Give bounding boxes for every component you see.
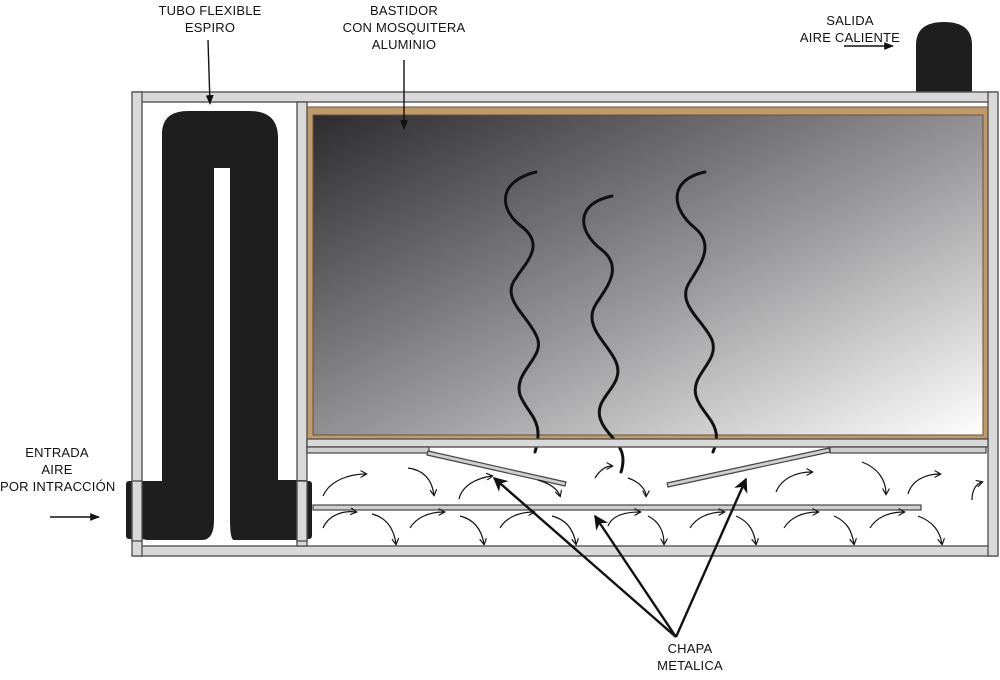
outlet-pipe <box>916 22 972 92</box>
flow-arrow <box>407 467 434 495</box>
airflow-arrows <box>322 461 982 544</box>
chapa-label: CHAPA METALICA <box>640 640 740 674</box>
entrada-label-line1: ENTRADA <box>25 445 89 460</box>
chapa-label-line2: METALICA <box>657 658 723 673</box>
tubo-pointer <box>205 39 214 105</box>
salida-label: SALIDA AIRE CALIENTE <box>790 12 910 46</box>
entrada-label: ENTRADA AIRE POR INTRACCIÓN <box>0 444 116 495</box>
heat-wave-3 <box>675 170 718 454</box>
chapa-pointer-2 <box>594 514 677 638</box>
flow-arrow <box>459 515 484 544</box>
heat-wave-1 <box>504 170 540 454</box>
flow-arrow <box>917 515 942 544</box>
entrada-label-line2: AIRE <box>41 462 73 477</box>
flow-arrow <box>607 512 640 527</box>
bastidor-label-line1: BASTIDOR <box>369 3 439 18</box>
sheet-angled-left <box>426 450 567 487</box>
tube-body <box>142 111 306 540</box>
chapa-pointers <box>492 477 748 638</box>
chapa-pointer-1 <box>492 477 677 638</box>
flow-arrow <box>869 512 904 529</box>
flow-arrow <box>409 512 444 529</box>
salida-label-line2: AIRE CALIENTE <box>799 30 901 45</box>
flow-arrow <box>647 515 664 544</box>
entrada-label-line3: POR INTRACCIÓN <box>0 479 116 494</box>
chapa-pointer-3 <box>674 477 748 638</box>
frame-right-bar <box>987 91 999 557</box>
bastidor-label: BASTIDOR CON MOSQUITERA ALUMINIO <box>334 2 474 53</box>
flow-arrow <box>499 512 534 529</box>
flow-arrow <box>783 512 818 529</box>
flow-arrow <box>833 515 854 544</box>
tubo-label-line2: ESPIRO <box>184 20 236 35</box>
frame-left-bar-overlay <box>131 480 143 542</box>
flow-arrow <box>537 479 560 496</box>
flow-arrow <box>458 476 492 500</box>
sheet-top-left <box>306 446 430 454</box>
frame-left-bar <box>131 91 143 557</box>
bastidor-label-line3: ALUMINIO <box>371 37 437 52</box>
aluminium-frame <box>131 91 999 557</box>
heat-wave-2 <box>582 194 625 474</box>
frame-top-bar <box>133 91 997 103</box>
frame-middle-bar <box>306 438 989 448</box>
flow-arrow <box>907 474 940 495</box>
bastidor-label-line2: CON MOSQUITERA <box>342 20 466 35</box>
callout-arrows <box>50 39 894 521</box>
flow-arrow <box>322 474 366 497</box>
mosquito-screen <box>312 114 984 436</box>
flow-arrow <box>594 466 612 479</box>
flow-arrow <box>775 472 812 493</box>
tubo-label: TUBO FLEXIBLE ESPIRO <box>148 2 272 36</box>
flow-arrow <box>861 461 886 494</box>
salida-label-line1: SALIDA <box>826 13 874 28</box>
sheet-middle <box>312 504 922 511</box>
flow-arrow <box>689 512 724 529</box>
sheet-angled-right <box>666 447 831 488</box>
flow-arrow <box>971 482 982 501</box>
flow-arrow <box>551 515 576 544</box>
flow-arrow <box>627 477 646 496</box>
frame-divider-bar <box>296 101 308 547</box>
frame-bottom-bar <box>133 545 997 557</box>
tubo-label-line1: TUBO FLEXIBLE <box>158 3 262 18</box>
wood-frame-outline-inner <box>312 114 984 436</box>
heat-waves <box>504 170 718 474</box>
sheet-top-right <box>829 446 987 454</box>
frame-divider-bar-overlay <box>296 480 308 542</box>
flow-arrow <box>322 512 356 529</box>
flow-arrow <box>371 513 396 544</box>
chapa-label-line1: CHAPA <box>667 641 713 656</box>
metal-sheets <box>306 446 987 511</box>
flow-arrow <box>735 515 756 544</box>
